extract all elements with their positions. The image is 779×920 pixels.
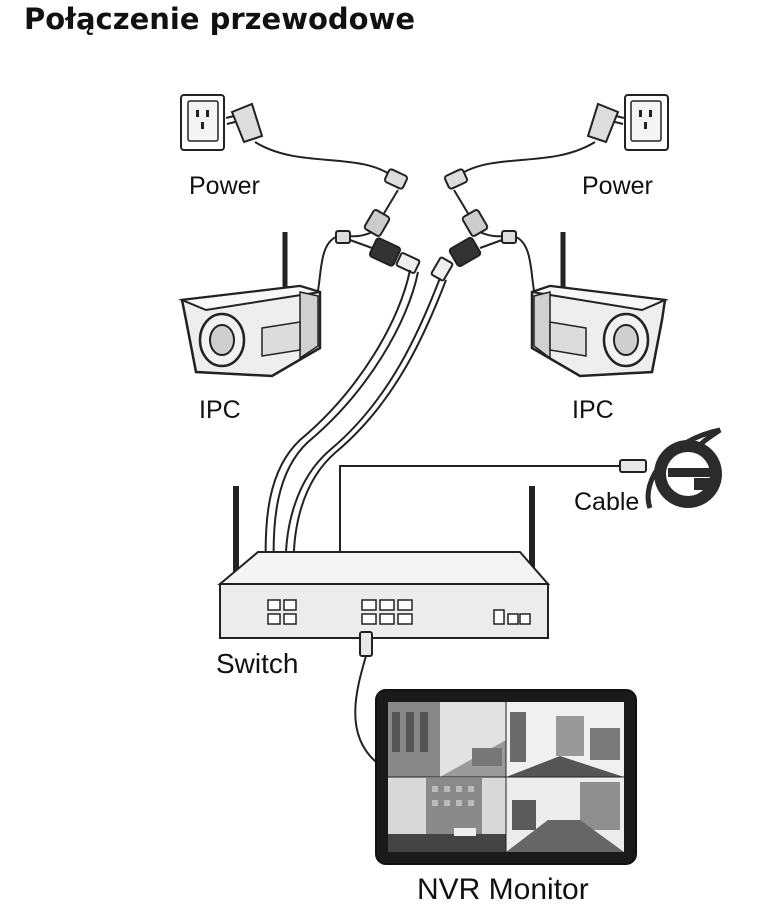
power-label-left: Power: [189, 172, 260, 200]
splitter-right-icon: [430, 168, 537, 301]
power-label-right: Power: [582, 172, 653, 200]
splitter-left-icon: [315, 168, 421, 301]
ethernet-cable-left-b: [272, 271, 419, 573]
power-cable-left: [254, 141, 396, 179]
ipc-label-left: IPC: [199, 396, 241, 424]
cable-label: Cable: [574, 488, 640, 516]
ethernet-cable-left-a: [264, 269, 411, 573]
ip-camera-left-icon: [178, 232, 322, 378]
power-adapter-left-icon: [225, 102, 264, 144]
ipc-label-right: IPC: [572, 396, 614, 424]
power-cable-right: [454, 141, 596, 179]
wall-socket-left-icon: [180, 94, 225, 151]
nvr-monitor-label: NVR Monitor: [417, 873, 589, 906]
internet-explorer-icon: [645, 427, 722, 509]
nvr-monitor-icon: [375, 689, 637, 865]
ip-camera-right-icon: [530, 232, 669, 378]
wall-socket-right-icon: [624, 94, 669, 151]
ethernet-cable-right-a: [284, 277, 441, 573]
switch-label: Switch: [216, 648, 299, 679]
ethernet-cable-right-b: [292, 279, 447, 573]
monitor-cable: [354, 631, 377, 763]
power-adapter-right-icon: [586, 102, 625, 144]
network-switch-icon: [217, 486, 551, 639]
page-title: Połączenie przewodowe: [24, 2, 416, 36]
